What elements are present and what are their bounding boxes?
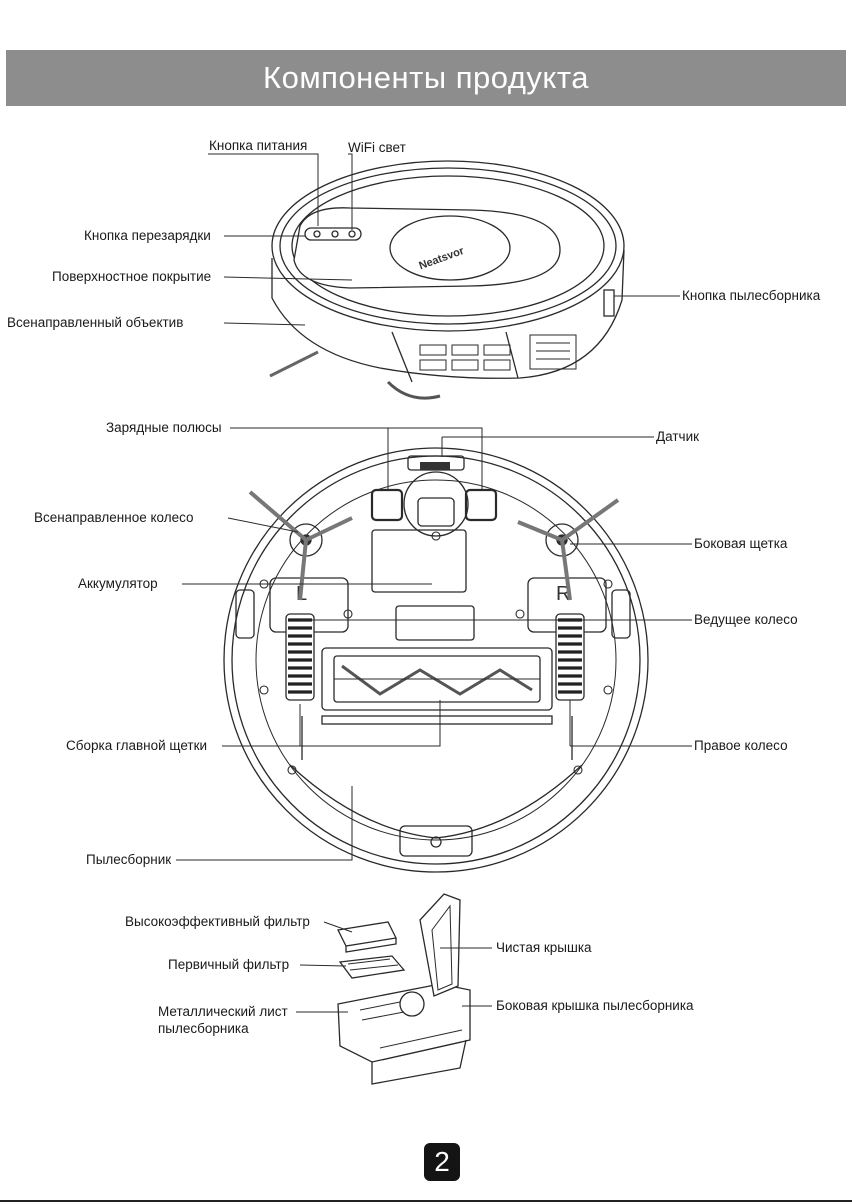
label-battery: Аккумулятор <box>78 576 158 591</box>
label-dustbin: Пылесборник <box>86 852 172 867</box>
label-dustbin-button: Кнопка пылесборника <box>682 288 821 303</box>
label-charging-poles: Зарядные полюсы <box>106 420 222 435</box>
page-title: Компоненты продукта <box>6 50 846 106</box>
vent-grille <box>419 334 577 371</box>
label-clean-lid: Чистая крышка <box>496 940 592 955</box>
label-power-button: Кнопка питания <box>209 138 308 153</box>
label-wifi-light: WiFi свет <box>348 140 406 155</box>
drive-wheel-left <box>285 613 315 701</box>
label-surface-cover: Поверхностное покрытие <box>52 269 212 284</box>
label-sensor: Датчик <box>656 429 700 444</box>
label-drive-wheel: Ведущее колесо <box>694 612 798 627</box>
main-brush <box>321 647 553 725</box>
drive-wheel-right <box>555 613 585 701</box>
label-dustbin-side-cover: Боковая крышка пылесборника <box>496 998 694 1013</box>
label-hepa-filter: Высокоэффективный фильтр <box>125 914 310 929</box>
leader-lines <box>176 153 692 1013</box>
bottom-divider <box>0 1200 852 1202</box>
label-omni-wheel: Всенаправленное колесо <box>34 510 194 525</box>
label-main-brush: Сборка главной щетки <box>66 738 208 753</box>
dustbin-assembly <box>337 893 471 1085</box>
label-recharge-button: Кнопка перезарядки <box>84 228 211 243</box>
label-side-brush: Боковая щетка <box>694 536 788 551</box>
label-metal-sheet-line1: Металлический лист <box>158 1004 288 1019</box>
label-omni-lens: Всенаправленный объектив <box>7 315 184 330</box>
label-metal-sheet-line2: пылесборника <box>158 1021 249 1036</box>
robot-bottom-view: L R <box>223 447 649 873</box>
label-right-wheel: Правое колесо <box>694 738 788 753</box>
robot-top-view: Neatsvor <box>269 160 625 400</box>
page-number: 2 <box>424 1143 460 1181</box>
side-brush-right <box>517 498 620 601</box>
label-primary-filter: Первичный фильтр <box>168 957 290 972</box>
screws <box>259 531 613 775</box>
